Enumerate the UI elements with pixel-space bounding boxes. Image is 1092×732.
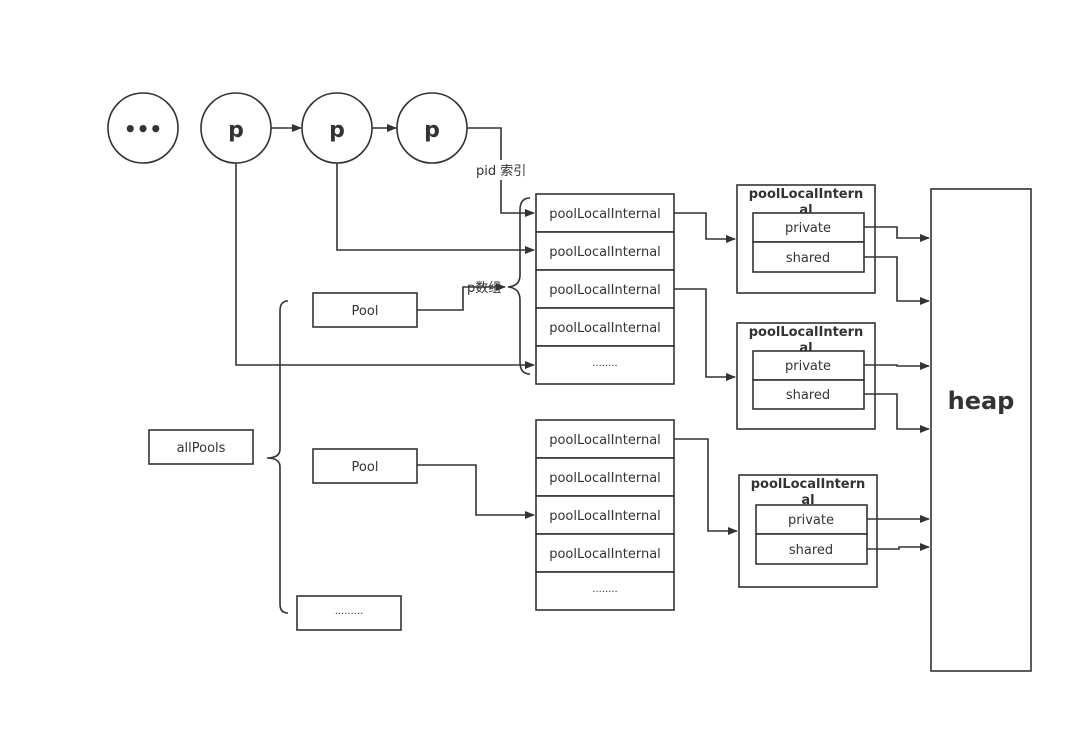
local3-shared-label: shared: [789, 543, 833, 558]
node-p-1-label: p: [228, 118, 244, 143]
array2-slot-3: [535, 495, 675, 535]
array2-slot-5-label: ........: [592, 584, 617, 595]
array1-slot-5: [535, 345, 675, 385]
array2-slot-5: [535, 571, 675, 611]
array1-slot-2-label: poolLocalInternal: [549, 245, 661, 260]
connector-p1-slot5: [235, 163, 535, 369]
local1-shared-label: shared: [786, 251, 830, 266]
processor-chain: ••• p p p: [107, 92, 468, 164]
pool-box-2: [312, 448, 418, 484]
array2-slot-4: [535, 533, 675, 573]
connector-local1-private-heap: [864, 226, 930, 242]
local1-private-label: private: [785, 221, 831, 236]
array1-slot-1-label: poolLocalInternal: [549, 207, 661, 222]
local2-private-label: private: [785, 359, 831, 374]
local3-title-line1: poolLocalIntern: [751, 477, 866, 492]
connector-array1-local1: [674, 212, 736, 243]
pool-box-1: [312, 292, 418, 328]
connector-array1-local2: [674, 288, 736, 381]
pool-label-more: .........: [335, 606, 364, 617]
array1-slot-4: [535, 307, 675, 347]
local3-private-label: private: [788, 513, 834, 528]
p-array-label: p数组: [467, 281, 501, 296]
allpools-box: [148, 429, 254, 465]
array1-slot-1: [535, 193, 675, 233]
node-p-2-label: p: [329, 118, 345, 143]
local2-shared-label: shared: [786, 388, 830, 403]
connector-array2-local3: [674, 438, 738, 535]
heap-box: [930, 188, 1032, 672]
allpools-brace: [266, 300, 289, 614]
array2-slot-4-label: poolLocalInternal: [549, 547, 661, 562]
connector-local3-shared-heap: [867, 543, 930, 551]
connector-local1-shared-heap: [864, 256, 930, 305]
array1-slot-5-label: ........: [592, 358, 617, 369]
connector-local2-private-heap: [864, 362, 930, 370]
array1-slot-4-label: poolLocalInternal: [549, 321, 661, 336]
local2-title-line1: poolLocalIntern: [749, 325, 864, 340]
pid-index-label: pid 索引: [476, 164, 526, 179]
local-box-3: poolLocalIntern al private shared: [738, 474, 878, 588]
connector-p2-slot2: [336, 163, 535, 254]
array2-slot-3-label: poolLocalInternal: [549, 509, 661, 524]
pool-label-1: Pool: [352, 304, 379, 319]
local-array-1: poolLocalInternal poolLocalInternal pool…: [535, 193, 675, 385]
array2-slot-2-label: poolLocalInternal: [549, 471, 661, 486]
local1-shared-box: [752, 241, 865, 273]
array2-slot-2: [535, 457, 675, 497]
local-box-2: poolLocalIntern al private shared: [736, 322, 876, 430]
array1-slot-2: [535, 231, 675, 271]
array1-slot-3-label: poolLocalInternal: [549, 283, 661, 298]
array2-slot-1-label: poolLocalInternal: [549, 433, 661, 448]
node-ellipsis-label: •••: [124, 117, 162, 141]
node-p-3-label: p: [424, 118, 440, 143]
connector-pool2-array: [417, 464, 535, 519]
array2-slot-1: [535, 419, 675, 459]
pool-label-2: Pool: [352, 460, 379, 475]
node-ellipsis: [107, 92, 179, 164]
local-box-1: poolLocalIntern al private shared: [736, 184, 876, 294]
array1-slot-3: [535, 269, 675, 309]
pid-index-label-bg: [474, 160, 530, 180]
connector-pool1-array: [417, 283, 506, 311]
allpools-label: allPools: [177, 441, 226, 456]
array-brace: [507, 197, 531, 375]
connector-local2-shared-heap: [864, 393, 930, 433]
pool-box-more: [296, 595, 402, 631]
local-array-2: poolLocalInternal poolLocalInternal pool…: [535, 419, 675, 611]
heap-label: heap: [948, 387, 1015, 415]
local1-title-line1: poolLocalIntern: [749, 187, 864, 202]
